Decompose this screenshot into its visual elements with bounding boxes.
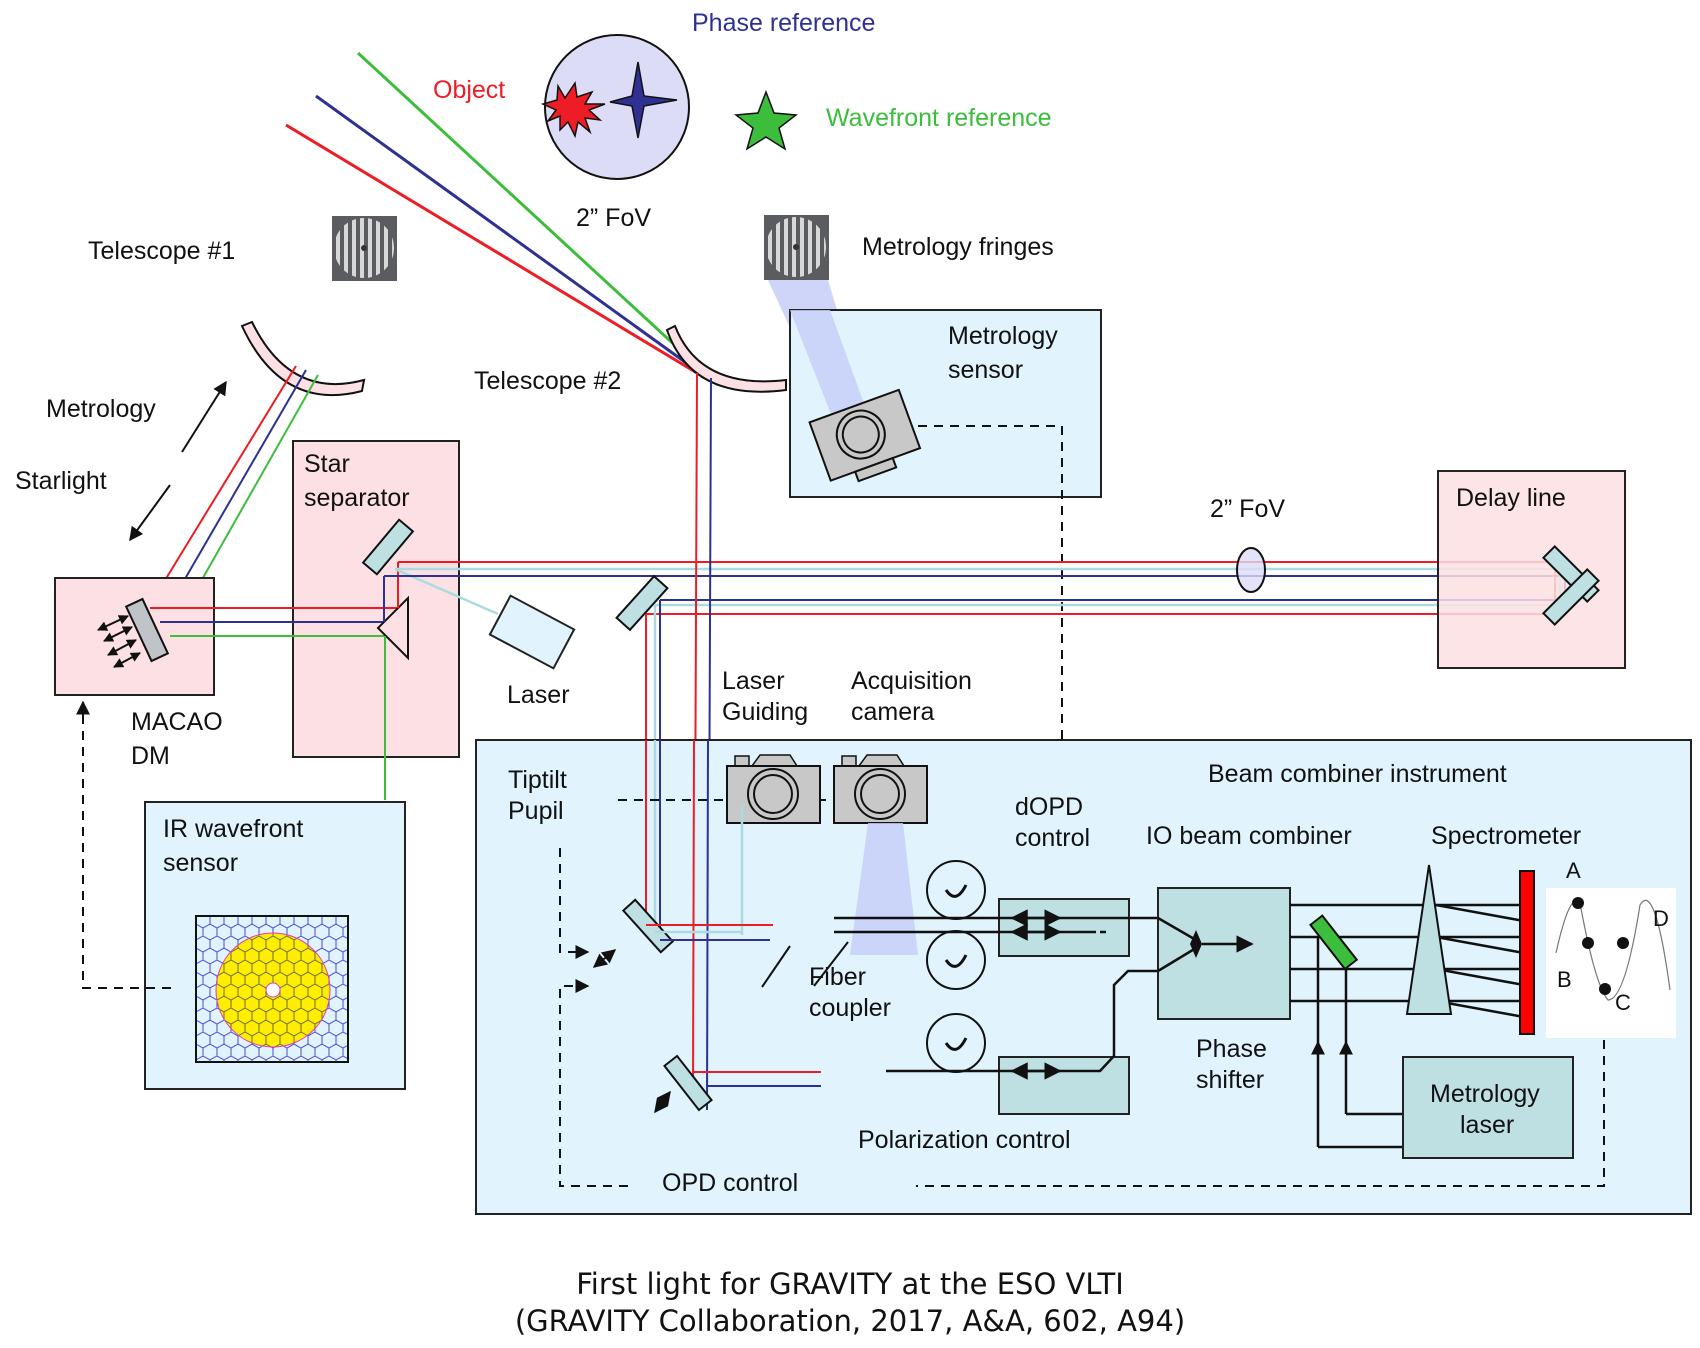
fov-top-label: 2” FoV [576, 204, 651, 232]
spectrometer-label: Spectrometer [1431, 822, 1581, 850]
wfs-to-dm-link [82, 710, 171, 989]
metrology-sensor-label-1: Metrology [948, 322, 1058, 350]
phase-shifter-label-1: Phase [1196, 1035, 1267, 1063]
fiber-coupler-label-2: coupler [809, 994, 891, 1022]
phase-reference-star-icon [609, 61, 678, 139]
metrology-sensor-link [918, 425, 1063, 770]
wavefront-sensor-image [195, 915, 349, 1063]
telescope2-mirror [665, 324, 787, 393]
fov-beam-label: 2” FoV [1210, 495, 1285, 523]
star-separator-box [292, 440, 460, 758]
object-label: Object [433, 76, 505, 104]
macao-label-2: DM [131, 742, 170, 770]
laser-guiding-label-2: Guiding [722, 698, 808, 726]
metrology-label: Metrology [46, 395, 156, 423]
abcd-label-a: A [1566, 858, 1581, 883]
starlight-arrow [129, 484, 171, 542]
telescope2-label: Telescope #2 [474, 367, 621, 395]
tiptilt-actuator-arrow [592, 949, 617, 968]
laser-box [488, 594, 576, 670]
fringe-feedback-link [916, 1040, 1605, 1187]
fov-circle [544, 34, 690, 180]
telescope1-label: Telescope #1 [88, 237, 235, 265]
acquisition-camera-label-1: Acquisition [851, 667, 972, 695]
fold-mirror [615, 574, 669, 632]
metrology-arrow [181, 380, 227, 453]
abcd-point-b [1582, 937, 1594, 949]
opd-actuator-arrow [654, 1090, 671, 1114]
phase-shifter-label-2: shifter [1196, 1066, 1264, 1094]
io-beam-combiner-box [1157, 887, 1291, 1020]
polarization-control-box [998, 1056, 1130, 1115]
polarization-control-label: Polarization control [858, 1126, 1071, 1154]
metrology-fringes-icon-2 [764, 215, 829, 280]
abcd-point-d [1617, 937, 1629, 949]
abcd-label-b: B [1557, 967, 1572, 992]
dopd-label-1: dOPD [1015, 793, 1083, 821]
phase-beam-in [315, 94, 704, 377]
abcd-point-c [1599, 983, 1611, 995]
wavefront-beam-in [356, 51, 720, 387]
caption-line-2: (GRAVITY Collaboration, 2017, A&A, 602, … [515, 1304, 1185, 1338]
abcd-point-a [1572, 897, 1584, 909]
delay-line-label: Delay line [1456, 484, 1566, 512]
abcd-fringe-plot [1546, 888, 1676, 1038]
delay-line-retroreflector [1542, 545, 1600, 626]
object-star-icon [540, 80, 606, 139]
telescope1-mirror [240, 320, 366, 396]
laser-guiding-camera-icon [726, 754, 821, 824]
abcd-label-d: D [1653, 906, 1669, 931]
phase-shifter-mirror [1309, 914, 1359, 971]
dopd-control-box [998, 898, 1130, 957]
tiptilt-label: Tiptilt [508, 766, 567, 794]
metrology-laser-box [1402, 1056, 1574, 1159]
separator-mirror [361, 518, 415, 576]
dopd-label-2: control [1015, 824, 1090, 852]
acquisition-light-cone [850, 823, 918, 955]
starlight-label: Starlight [15, 467, 107, 495]
star-separator-label-1: Star [304, 450, 350, 478]
abcd-label-c: C [1615, 990, 1631, 1015]
fiber-coupler-beamsplitter [813, 941, 849, 987]
detector [1519, 870, 1535, 1035]
wavefront-star-icon [734, 89, 798, 151]
spectrometer-prism [1405, 864, 1453, 1015]
beam-combiner-title: Beam combiner instrument [1208, 760, 1507, 788]
delay-line-box [1437, 470, 1626, 669]
laser-label: Laser [507, 681, 570, 709]
fov-beam-lens [1236, 547, 1266, 593]
ir-wfs-label-2: sensor [163, 849, 238, 877]
acquisition-camera-label-2: camera [851, 698, 934, 726]
io-beam-combiner-label: IO beam combiner [1146, 822, 1352, 850]
metrology-fringes-icon-1 [332, 216, 397, 281]
wavefront-reference-label: Wavefront reference [826, 104, 1052, 132]
deformable-mirror-icon [97, 597, 170, 668]
metrology-camera-icon [808, 388, 922, 483]
metrology-fringes-label: Metrology fringes [862, 233, 1054, 261]
separator-prism [376, 595, 409, 661]
pupil-label: Pupil [508, 797, 564, 825]
metrology-laser-label-1: Metrology [1430, 1080, 1540, 1108]
star-separator-label-2: separator [304, 484, 410, 512]
caption-line-1: First light for GRAVITY at the ESO VLTI [576, 1267, 1124, 1301]
ir-wfs-label-1: IR wavefront [163, 815, 303, 843]
object-beam-in [285, 123, 698, 375]
opd-mirror [663, 1054, 713, 1112]
macao-label-1: MACAO [131, 708, 223, 736]
metrology-sensor-label-2: sensor [948, 356, 1023, 384]
metrology-laser-label-2: laser [1460, 1111, 1514, 1139]
laser-guiding-beamsplitter [761, 945, 791, 988]
acquisition-camera-icon [833, 754, 928, 824]
phase-reference-label: Phase reference [692, 9, 875, 37]
opd-control-label: OPD control [662, 1169, 798, 1197]
laser-guiding-label-1: Laser [722, 667, 785, 695]
fiber-coupler-label-1: Fiber [809, 963, 866, 991]
